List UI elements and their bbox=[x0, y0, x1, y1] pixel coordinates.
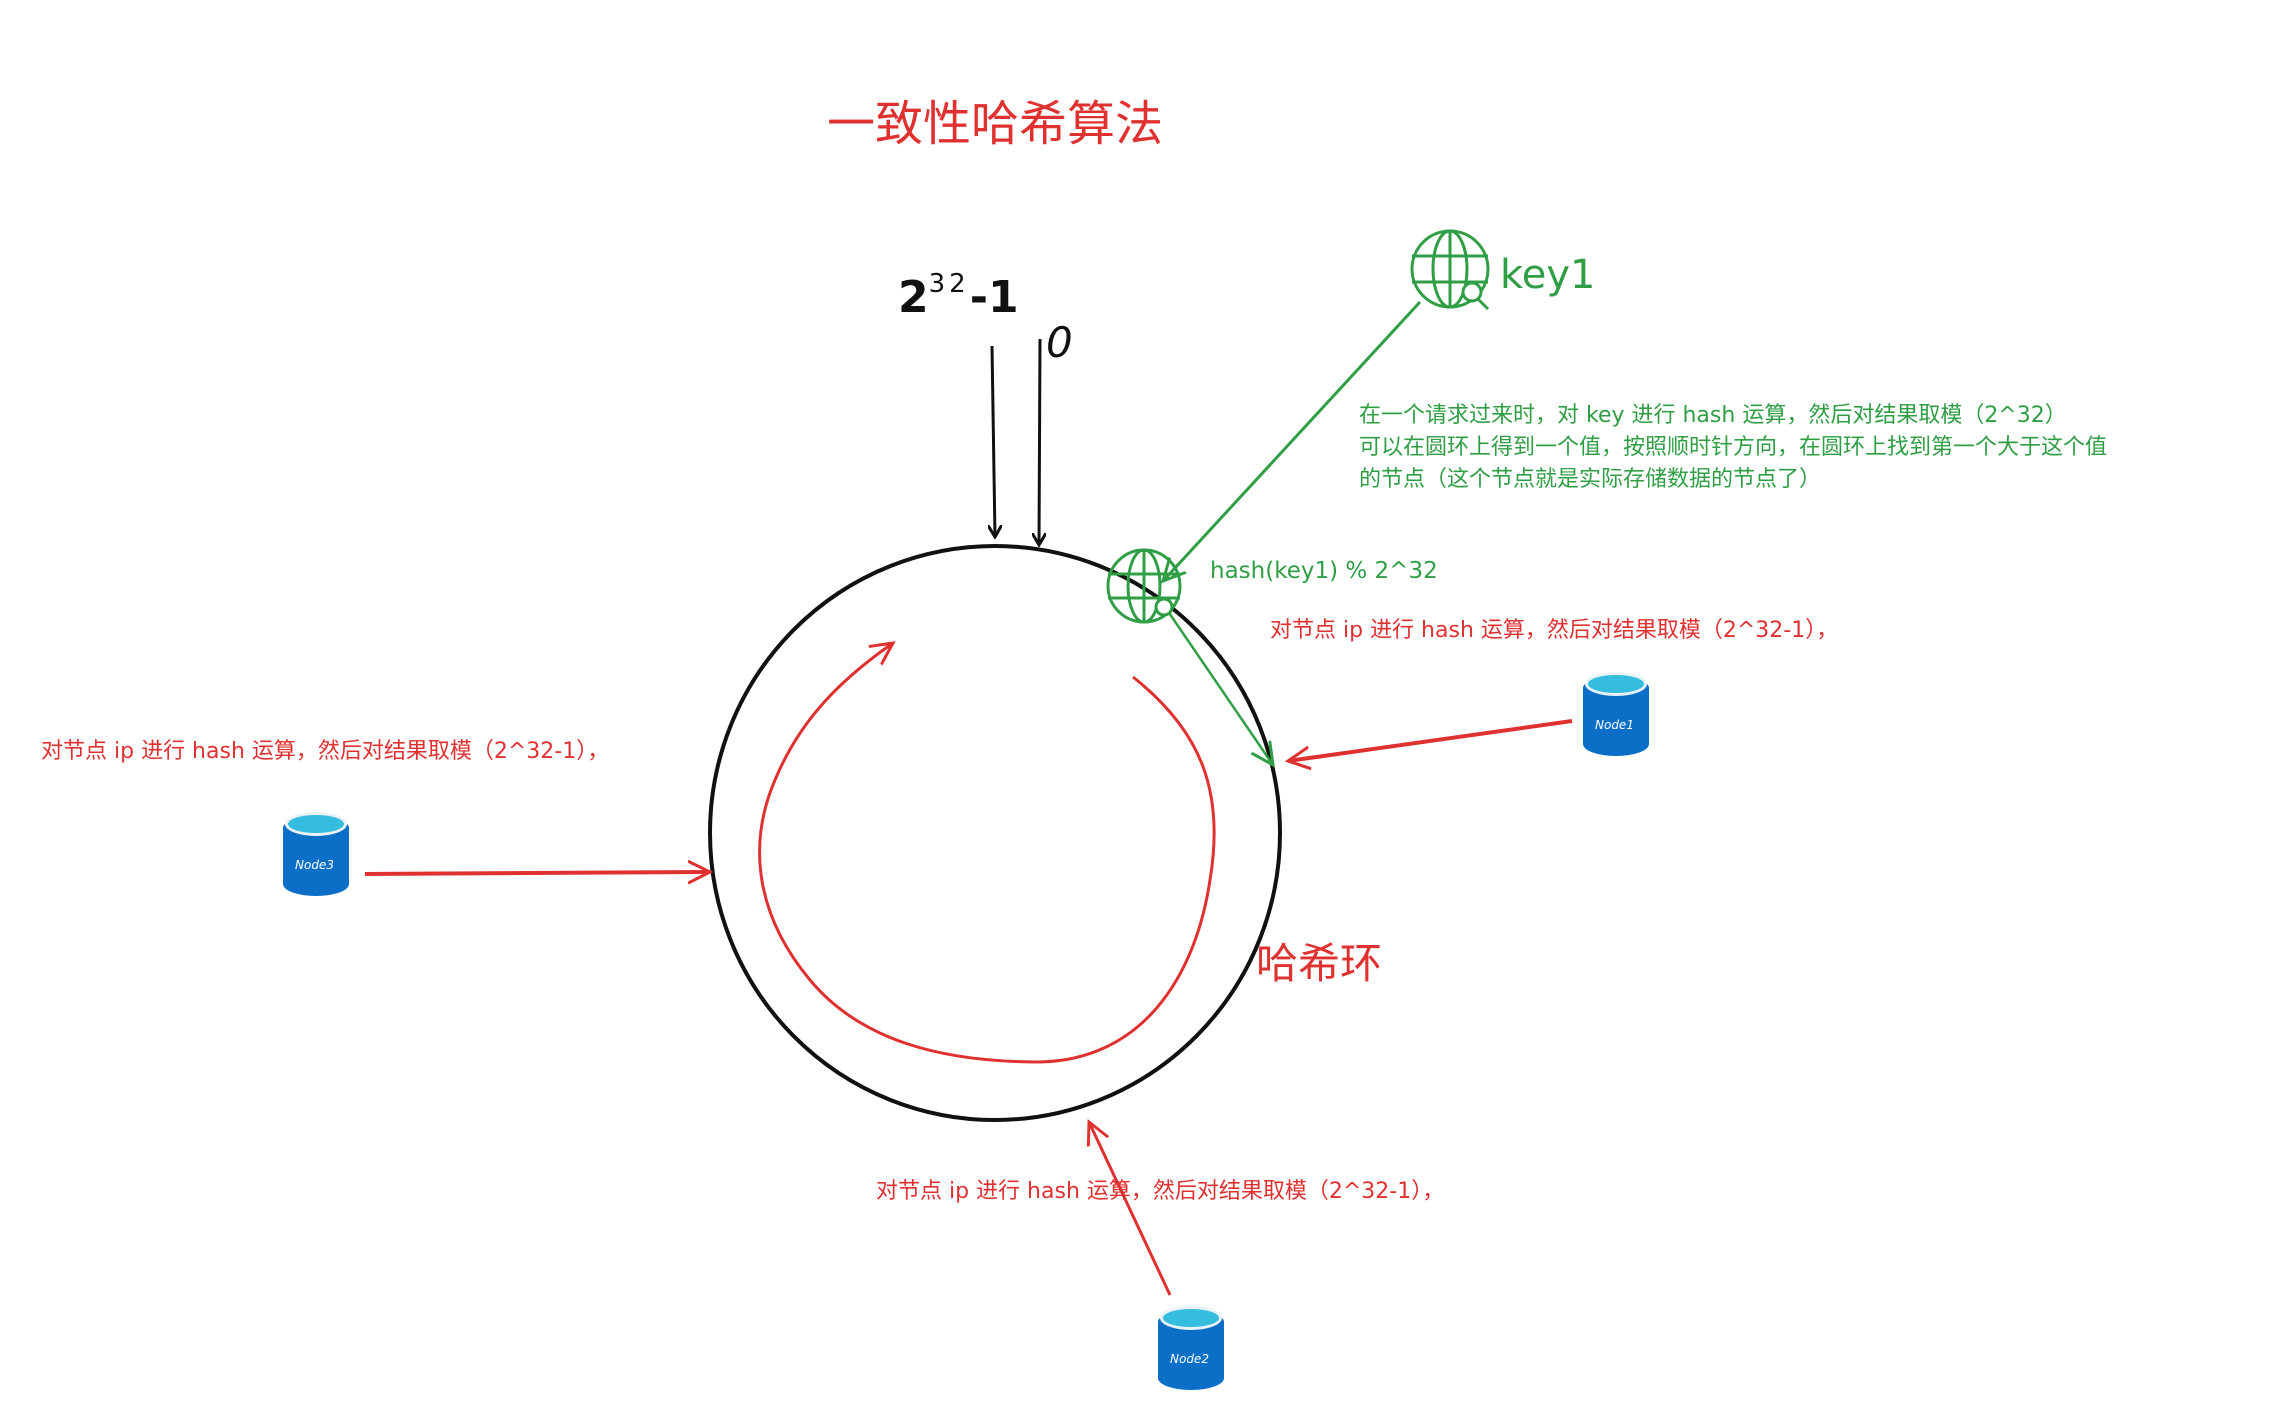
hashed-key-globe-icon bbox=[1106, 548, 1182, 624]
key-description-line: 可以在圆环上得到一个值，按照顺时针方向，在圆环上找到第一个大于这个值 bbox=[1359, 435, 2108, 460]
key-label: key1 bbox=[1500, 252, 1596, 298]
node2-database-icon: Node2 bbox=[1158, 1306, 1224, 1394]
node1-label: Node1 bbox=[1595, 718, 1634, 732]
zero-arrow bbox=[1039, 338, 1040, 545]
key-hash-label: hash(key1) % 2^32 bbox=[1210, 558, 1438, 584]
max-base: 2 bbox=[898, 272, 929, 323]
ring-max-label: 232-1 bbox=[898, 269, 1019, 323]
max-exponent: 32 bbox=[928, 269, 970, 300]
node1-hash-text: 对节点 ip 进行 hash 运算，然后对结果取模（2^32-1）， bbox=[1270, 618, 1839, 643]
clockwise-direction-arrow bbox=[758, 643, 1216, 1064]
node2-hash-text: 对节点 ip 进行 hash 运算，然后对结果取模（2^32-1）， bbox=[876, 1179, 1445, 1204]
node3-database-icon: Node3 bbox=[283, 812, 349, 900]
globe-search-icon bbox=[1410, 229, 1490, 311]
node3-hash-text: 对节点 ip 进行 hash 运算，然后对结果取模（2^32-1）， bbox=[41, 739, 610, 764]
key-description-line: 的节点（这个节点就是实际存储数据的节点了） bbox=[1359, 467, 1822, 492]
max-value-arrow bbox=[992, 345, 995, 537]
node3-arrow bbox=[364, 872, 710, 874]
node2-arrow bbox=[1089, 1122, 1172, 1296]
key-description: 在一个请求过来时，对 key 进行 hash 运算，然后对结果取模（2^32） … bbox=[1359, 400, 2107, 496]
node1-database-icon: Node1 bbox=[1583, 672, 1649, 760]
ring-zero-label: 0 bbox=[1046, 318, 1073, 367]
page-title: 一致性哈希算法 bbox=[827, 96, 1164, 152]
node1-arrow bbox=[1288, 719, 1573, 761]
max-suffix: -1 bbox=[969, 272, 1019, 323]
hash-to-node-arrow bbox=[1161, 603, 1273, 765]
ring-label: 哈希环 bbox=[1256, 939, 1383, 988]
hash-ring bbox=[708, 544, 1282, 1122]
node3-label: Node3 bbox=[295, 858, 334, 872]
key-description-line: 在一个请求过来时，对 key 进行 hash 运算，然后对结果取模（2^32） bbox=[1359, 403, 2067, 428]
node2-label: Node2 bbox=[1170, 1352, 1209, 1366]
key-to-ring-arrow bbox=[1163, 300, 1422, 581]
